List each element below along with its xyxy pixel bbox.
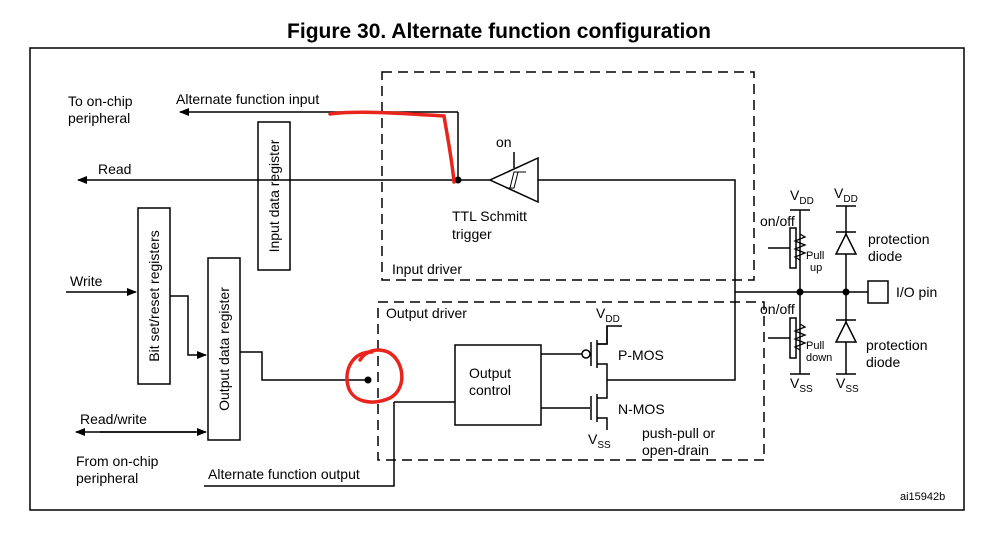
diode-upper-icon (834, 232, 858, 255)
output-data-register-box (207, 257, 241, 441)
alt-func-output-label: Alternate function output (208, 466, 360, 482)
pmos-vdd-main: VDD (596, 305, 620, 325)
pmos-label: P-MOS (618, 347, 664, 363)
mux-contact-dot (364, 376, 372, 384)
alt-func-output-line (204, 402, 395, 487)
pulldown-switch (789, 317, 797, 359)
protection-diode-lower-2: diode (866, 354, 900, 370)
diode-lower-icon (834, 320, 858, 343)
read-label: Read (98, 161, 131, 177)
input-driver-box (381, 71, 755, 281)
pullup-switch (789, 227, 797, 269)
input-data-register-label: Input data register (266, 139, 282, 252)
to-onchip-label-2: peripheral (68, 110, 130, 126)
output-control-label-1: Output (469, 365, 511, 381)
pulldown-pull: Pull (806, 340, 824, 352)
alt-func-input-label: Alternate function input (176, 91, 319, 107)
output-control-label-2: control (469, 382, 511, 398)
figure-reference: ai15942b (900, 491, 945, 503)
nmos-vss: VSS (588, 431, 611, 451)
output-driver-label: Output driver (386, 305, 467, 321)
nmos-label: N-MOS (618, 401, 665, 417)
io-pin-label: I/O pin (896, 284, 937, 300)
hysteresis-icon (506, 171, 526, 189)
ttl-schmitt-label-2: trigger (452, 226, 492, 242)
annotation-circle-mux (345, 348, 404, 404)
to-onchip-label-1: To on-chip (68, 93, 133, 109)
output-control-box (454, 344, 542, 426)
pin-to-schmitt-line (538, 179, 736, 292)
bit-set-reset-registers-box (137, 207, 171, 385)
from-onchip-label-2: peripheral (76, 470, 138, 486)
push-pull-label-1: push-pull or (642, 425, 715, 441)
output-data-register-label: Output data register (216, 287, 232, 411)
annotation-stroke-input (328, 110, 456, 184)
pulldown-on-off: on/off (760, 301, 795, 317)
figure-title: Figure 30. Alternate function configurat… (287, 20, 711, 43)
input-data-register-box (257, 121, 291, 271)
pmos-drain-source (597, 326, 608, 345)
read-write-label: Read/write (80, 411, 147, 427)
junction-dot (454, 176, 462, 184)
from-onchip-label-1: From on-chip (76, 453, 159, 469)
ttl-schmitt-label-1: TTL Schmitt (452, 208, 527, 224)
pmos-leads (597, 325, 622, 380)
pullup-up: up (810, 262, 822, 274)
write-label: Write (70, 273, 103, 289)
diode-vdd: VDD (834, 185, 858, 205)
protection-diode-upper-1: protection (868, 231, 929, 247)
figure-frame (29, 47, 965, 511)
protection-diode-upper-2: diode (868, 248, 902, 264)
pullup-resistor (793, 233, 807, 261)
output-driver-box (377, 301, 765, 461)
pmos-bubble (581, 349, 591, 359)
io-pin-box (867, 280, 889, 304)
input-driver-label: Input driver (392, 261, 462, 277)
pulldown-resistor (793, 323, 807, 351)
mos-to-pin-line (607, 292, 736, 381)
diode-vss: VSS (836, 375, 859, 395)
bit-set-reset-label: Bit set/reset registers (146, 230, 162, 362)
pullup-pull: Pull (806, 250, 824, 262)
on-label: on (496, 134, 512, 150)
pullup-on-off: on/off (760, 213, 795, 229)
bitset-to-odr-line (170, 295, 207, 359)
pull-vdd: VDD (790, 187, 814, 207)
nmos-leads (597, 380, 608, 430)
protection-diode-lower-1: protection (866, 337, 927, 353)
odr-to-mux-line (240, 351, 366, 381)
pull-vss: VSS (790, 375, 813, 395)
push-pull-label-2: open-drain (642, 442, 709, 458)
pulldown-down: down (806, 352, 832, 364)
